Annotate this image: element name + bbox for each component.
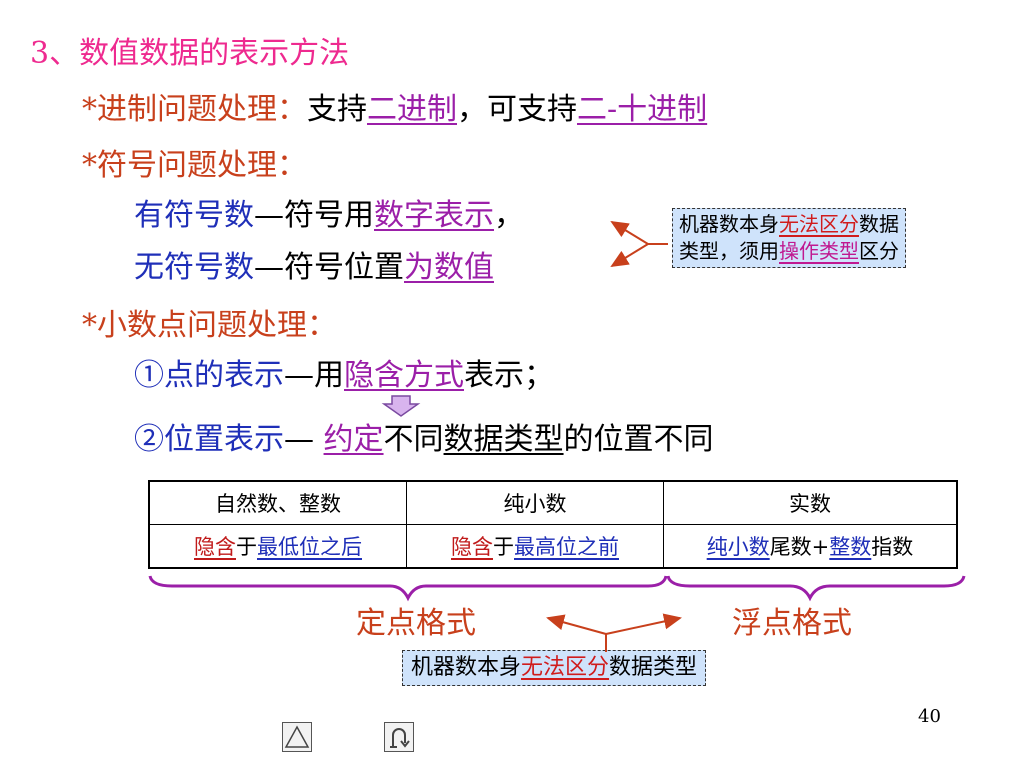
note-top-arrows: [610, 220, 668, 268]
header-fraction: 纯小数: [406, 480, 664, 525]
point-repr-label: ①点的表示: [134, 358, 284, 393]
braces: [148, 575, 966, 602]
note-bottom-arrows: [546, 613, 682, 652]
slide-heading: 3、数值数据的表示方法: [30, 34, 349, 74]
down-arrow-icon: [381, 395, 421, 417]
as-value-link[interactable]: 为数值: [404, 250, 494, 285]
after-lowest-bit-link[interactable]: 最低位之后: [257, 535, 362, 559]
binary-link[interactable]: 二进制: [367, 92, 457, 127]
return-button[interactable]: [384, 722, 414, 752]
bcd-link[interactable]: 二-十进制: [577, 92, 708, 127]
implicit-link[interactable]: 隐含: [451, 535, 493, 559]
return-arrow-icon: [390, 728, 410, 748]
page-number: 40: [918, 706, 941, 727]
cell-real: 纯小数尾数+整数指数: [663, 524, 958, 569]
note-text: 类型，须用: [679, 239, 779, 263]
cell-text: 于: [236, 535, 257, 559]
implicit-link[interactable]: 隐含: [194, 535, 236, 559]
dash: —: [254, 198, 284, 233]
table-header-row: 自然数、整数 纯小数 实数: [148, 480, 958, 525]
implicit-way-link[interactable]: 隐含方式: [344, 358, 464, 393]
cell-text: 于: [493, 535, 514, 559]
heading-text: 数值数据的表示方法: [79, 36, 350, 71]
point-item-1: ①点的表示—用隐含方式表示；: [134, 356, 554, 396]
floating-point-format: 浮点格式: [732, 606, 852, 641]
dash: —: [254, 250, 284, 285]
note-text: 数据: [859, 212, 899, 236]
note-text: 数据类型: [609, 655, 698, 680]
fixed-point-format: 定点格式: [356, 606, 476, 641]
radix-text-2: ，可支持: [457, 92, 577, 127]
header-integers: 自然数、整数: [148, 480, 407, 525]
operation-type-link[interactable]: 操作类型: [779, 239, 859, 263]
signed-text: 符号用: [284, 198, 374, 233]
cell-text: 指数: [871, 535, 914, 559]
position-label: ②位置表示: [134, 422, 284, 457]
cannot-distinguish-link[interactable]: 无法区分: [521, 655, 610, 680]
note-top-line2: 类型，须用操作类型区分: [679, 238, 899, 265]
unsigned-number-line: 无符号数—符号位置为数值: [134, 248, 494, 288]
comma: ，: [494, 198, 524, 233]
note-top-line1: 机器数本身无法区分数据: [679, 211, 899, 238]
note-box-top: 机器数本身无法区分数据 类型，须用操作类型区分: [672, 208, 906, 268]
signed-number-line: 有符号数—符号用数字表示，: [134, 196, 524, 236]
point-text: 的位置不同: [563, 422, 714, 457]
home-button[interactable]: [282, 722, 312, 752]
integer-link[interactable]: 整数: [829, 535, 872, 559]
header-real: 实数: [663, 480, 958, 525]
format-table: 自然数、整数 纯小数 实数 隐含于最低位之后 隐含于最高位之前 纯小数尾数+整数…: [148, 480, 958, 569]
unsigned-label: 无符号数: [134, 250, 254, 285]
radix-label: *进制问题处理：: [82, 92, 307, 127]
triangle-home-icon: [284, 725, 310, 748]
point-text: 用: [314, 358, 344, 393]
dash: —: [284, 422, 324, 457]
cell-text: 尾数+: [769, 535, 830, 559]
point-text: 不同: [383, 422, 444, 457]
point-label: *小数点问题处理：: [82, 308, 337, 343]
note-text: 区分: [859, 239, 899, 263]
pure-fraction-link[interactable]: 纯小数: [706, 535, 770, 559]
point-text: 表示；: [464, 358, 554, 393]
heading-number: 3、: [30, 36, 80, 71]
note-box-bottom: 机器数本身无法区分数据类型: [402, 650, 707, 686]
radix-line: *进制问题处理：支持二进制，可支持二-十进制: [82, 90, 707, 130]
before-highest-bit-link[interactable]: 最高位之前: [514, 535, 619, 559]
note-text: 机器数本身: [411, 655, 522, 680]
digit-representation-link[interactable]: 数字表示: [374, 198, 494, 233]
sign-label: *符号问题处理：: [82, 148, 307, 183]
cannot-distinguish-link[interactable]: 无法区分: [779, 212, 859, 236]
convention-link[interactable]: 约定: [323, 422, 384, 457]
point-item-2: ②位置表示— 约定不同数据类型的位置不同: [134, 420, 714, 460]
cell-integers: 隐含于最低位之后: [148, 524, 407, 569]
table-row: 隐含于最低位之后 隐含于最高位之前 纯小数尾数+整数指数: [148, 524, 958, 569]
data-type-text: 数据类型: [443, 422, 564, 457]
radix-text-1: 支持: [307, 92, 367, 127]
signed-label: 有符号数: [134, 198, 254, 233]
cell-fraction: 隐含于最高位之前: [406, 524, 664, 569]
dash: —: [284, 358, 314, 393]
unsigned-text: 符号位置: [284, 250, 404, 285]
note-text: 机器数本身: [679, 212, 779, 236]
